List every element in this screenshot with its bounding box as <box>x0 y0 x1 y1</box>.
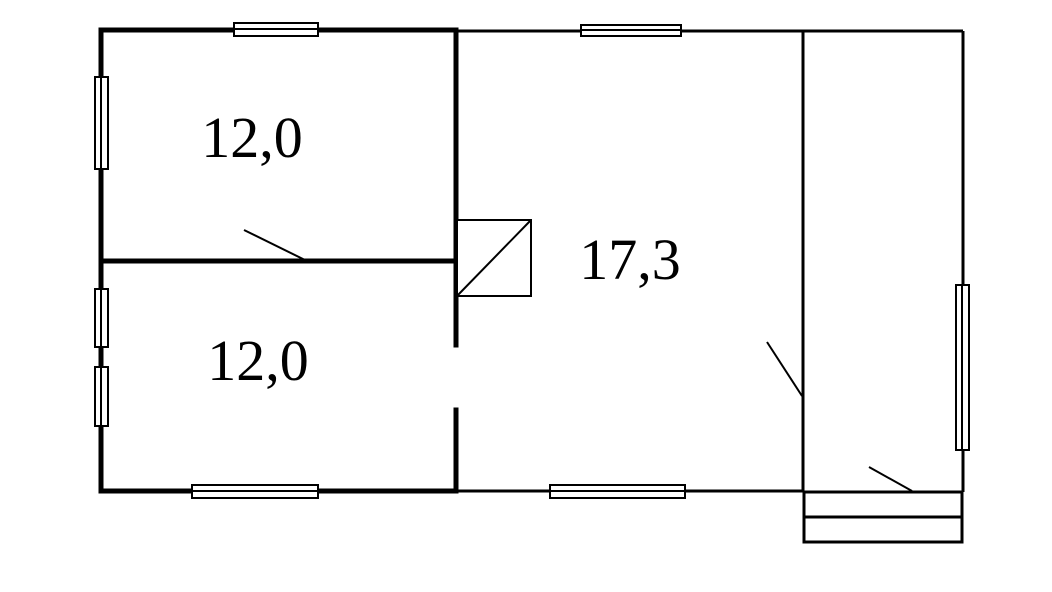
step-lower <box>802 515 964 544</box>
door-bedroom-top <box>243 229 306 261</box>
door-living-veranda <box>766 341 803 397</box>
step-upper <box>802 490 964 519</box>
stove-block <box>456 219 532 297</box>
room-area-living: 17,3 <box>579 227 681 292</box>
door-veranda-exit <box>868 466 913 492</box>
steps <box>802 490 964 544</box>
doors <box>243 229 913 492</box>
right-walls <box>456 29 965 493</box>
stove-diagonal <box>456 219 532 297</box>
room-area-bedroom-bottom: 12,0 <box>207 328 309 393</box>
windows <box>94 22 970 499</box>
room-area-bedroom-top: 12,0 <box>201 105 303 170</box>
outer-walls <box>98 27 459 494</box>
